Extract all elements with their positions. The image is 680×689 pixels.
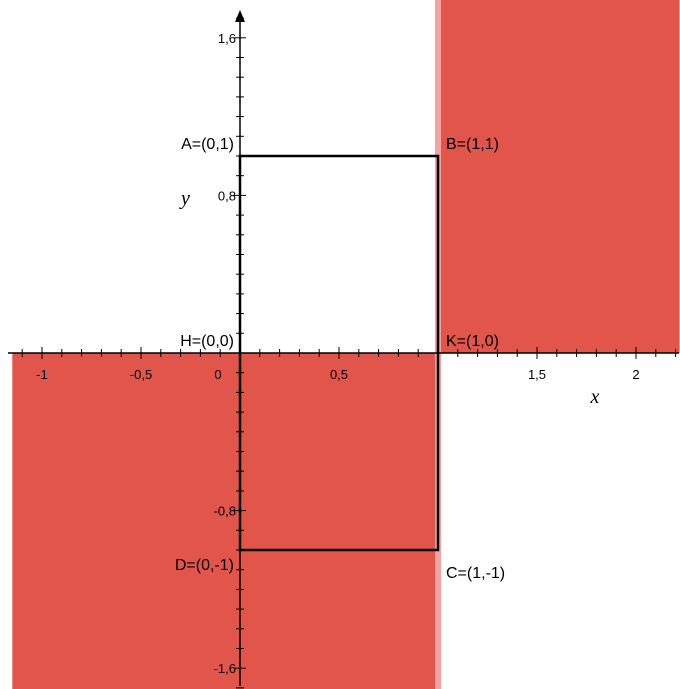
y-axis-arrow [235,10,245,22]
point-label: H=(0,0) [180,333,234,350]
x-tick-label: 1,5 [528,367,546,382]
y-tick-label: 0,8 [218,188,236,203]
y-axis-title: y [179,187,190,209]
axes [8,10,679,686]
x-tick-label: -0,5 [130,367,152,382]
shaded-region-1 [438,0,680,354]
point-labels: A=(0,1) B=(1,1) H=(0,0) K=(1,0) D=(0,-1) C=(1… [175,136,505,582]
tick-labels: -1 -0,5 0 0,5 1,5 2 1,6 0,8 -0,8 -1,6 [36,31,639,676]
point-label: C=(1,-1) [446,565,505,582]
shaded-region-2 [12,353,439,689]
x-tick-label: 2 [632,367,639,382]
x-axis-title: x [589,386,599,408]
x-tick-label: 0,5 [330,367,348,382]
y-tick-label: 1,6 [218,31,236,46]
y-tick-label: -0,8 [214,504,236,519]
point-label: K=(1,0) [446,333,499,350]
point-label: A=(0,1) [181,136,234,153]
x-tick-label: 0 [214,367,221,382]
x-tick-label: -1 [36,367,48,382]
y-tick-label: -1,6 [214,661,236,676]
point-label: D=(0,-1) [175,557,234,574]
minor-ticks [21,17,677,689]
shaded-regions [12,0,680,689]
point-label: B=(1,1) [446,136,499,153]
